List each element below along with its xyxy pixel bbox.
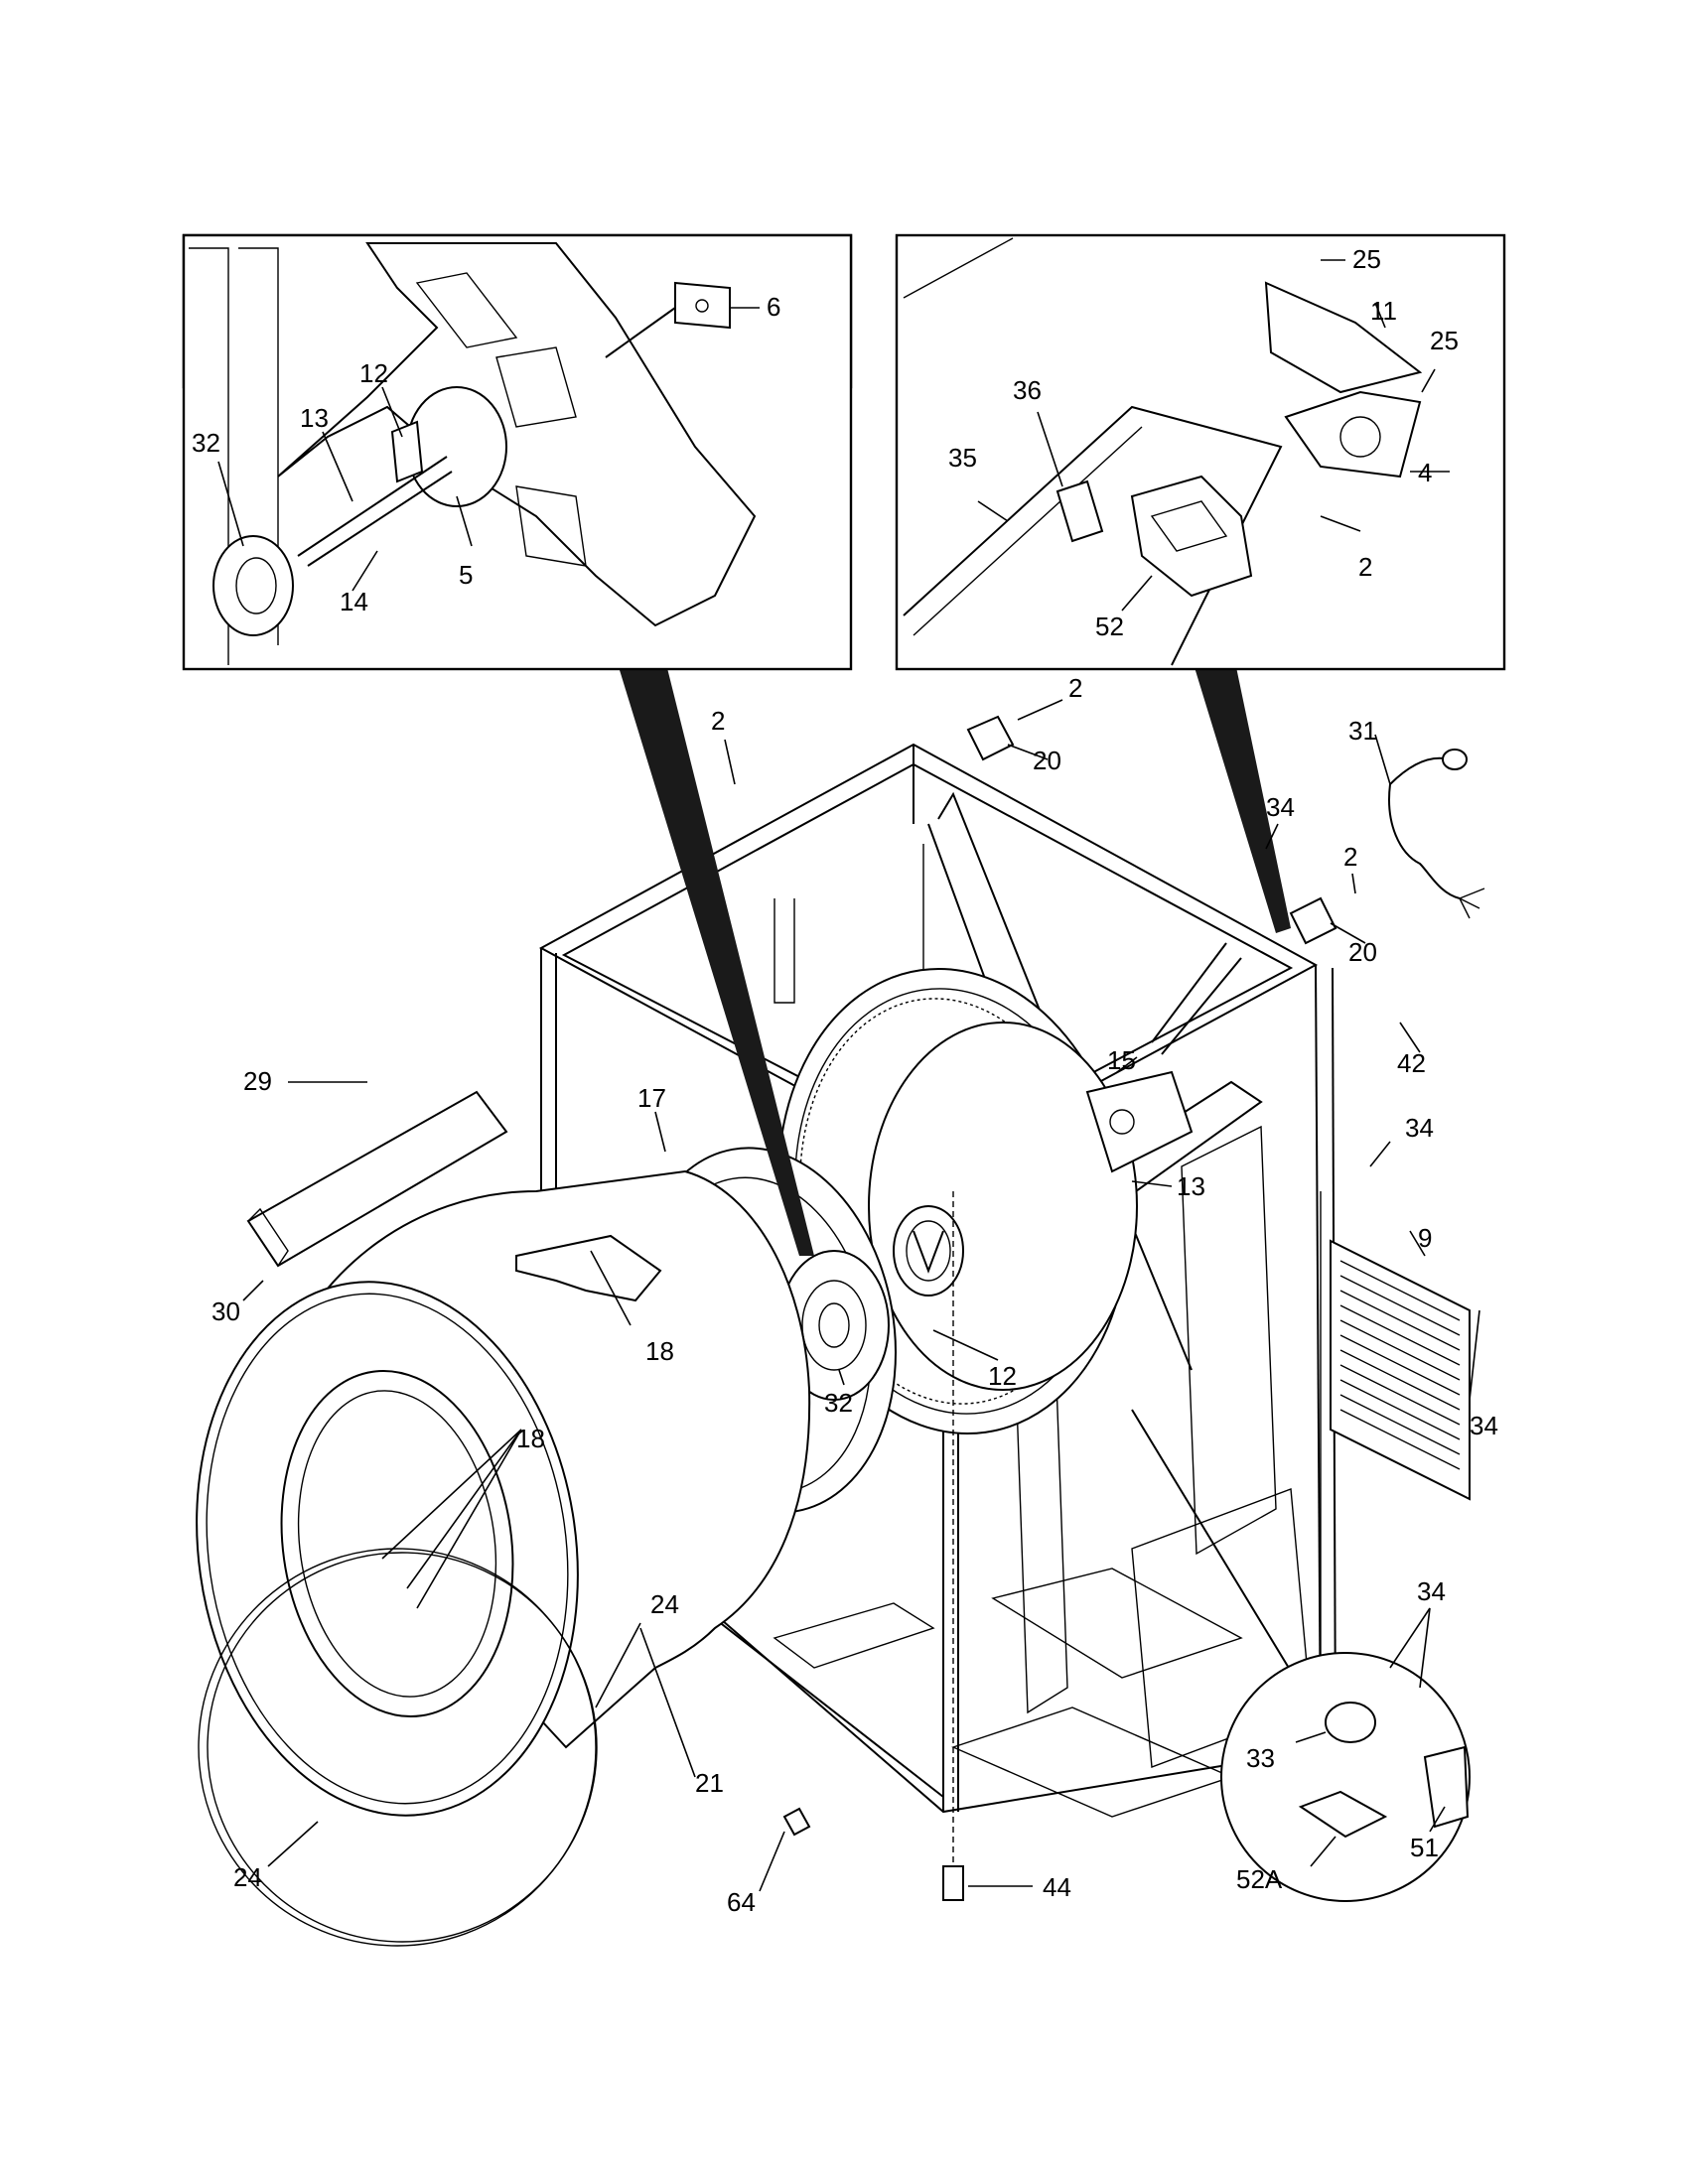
foot-pad bbox=[782, 1807, 811, 1837]
rear-panel bbox=[1330, 1239, 1471, 1501]
callout-li-13: 13 bbox=[300, 403, 329, 433]
callout-m-2b: 2 bbox=[1068, 673, 1082, 703]
callout-ri-52: 52 bbox=[1095, 612, 1124, 641]
callout-labels: 6 12 13 32 14 5 25 11 25 36 35 4 2 52 2 … bbox=[192, 244, 1498, 1917]
left-inset-content bbox=[189, 242, 757, 665]
callout-ri-25b: 25 bbox=[1430, 326, 1459, 355]
callout-m-20a: 20 bbox=[1033, 746, 1061, 775]
callout-m-64: 64 bbox=[727, 1887, 756, 1917]
callout-li-5: 5 bbox=[459, 560, 473, 590]
callout-ri-2: 2 bbox=[1358, 552, 1372, 582]
callout-m-20b: 20 bbox=[1348, 937, 1377, 967]
leveling-leg bbox=[942, 1191, 964, 1901]
callout-m-9: 9 bbox=[1418, 1223, 1432, 1253]
rear-bearing-bracket bbox=[1085, 1070, 1194, 1173]
callout-m-34c: 34 bbox=[1470, 1411, 1498, 1440]
callout-ri-4: 4 bbox=[1418, 458, 1432, 487]
callout-m-21: 21 bbox=[695, 1768, 724, 1798]
callout-m-13: 13 bbox=[1177, 1171, 1205, 1201]
callout-m-33: 33 bbox=[1246, 1743, 1275, 1773]
callout-m-2c: 2 bbox=[1343, 842, 1357, 872]
detail-circle bbox=[1131, 1409, 1471, 1902]
leader-lines bbox=[217, 259, 1480, 1892]
callout-m-52a: 52A bbox=[1236, 1864, 1283, 1894]
callout-m-2a: 2 bbox=[711, 706, 725, 736]
right-inset-content bbox=[903, 237, 1423, 666]
callout-m-34a: 34 bbox=[1266, 792, 1295, 822]
callout-m-30: 30 bbox=[211, 1297, 240, 1326]
callout-ri-36: 36 bbox=[1013, 375, 1042, 405]
callout-m-18b: 18 bbox=[516, 1424, 545, 1453]
callout-li-12: 12 bbox=[359, 358, 388, 388]
power-cord bbox=[1388, 749, 1485, 919]
callout-m-29: 29 bbox=[243, 1066, 272, 1096]
callout-m-31: 31 bbox=[1348, 716, 1377, 746]
callout-m-32: 32 bbox=[824, 1388, 853, 1418]
right-inset-frame bbox=[895, 233, 1506, 671]
clip-20-right bbox=[1289, 896, 1337, 945]
callout-m-44: 44 bbox=[1043, 1872, 1071, 1902]
callout-ri-35: 35 bbox=[948, 443, 977, 473]
callout-m-51: 51 bbox=[1410, 1833, 1439, 1862]
callout-m-18a: 18 bbox=[645, 1336, 674, 1366]
callout-m-24a: 24 bbox=[650, 1589, 679, 1619]
drum-seal bbox=[198, 1548, 598, 1947]
drum bbox=[196, 1169, 811, 1817]
callout-li-6: 6 bbox=[767, 292, 780, 322]
callout-li-14: 14 bbox=[340, 587, 368, 616]
callout-ri-25a: 25 bbox=[1352, 244, 1381, 274]
callout-li-32: 32 bbox=[192, 428, 220, 458]
callout-m-15: 15 bbox=[1107, 1045, 1136, 1075]
callout-ri-11: 11 bbox=[1370, 296, 1397, 326]
callout-m-34b: 34 bbox=[1405, 1113, 1434, 1143]
callout-m-17: 17 bbox=[637, 1083, 666, 1113]
callout-m-24b: 24 bbox=[233, 1862, 262, 1892]
front-duct bbox=[246, 1090, 508, 1268]
clip-20-top bbox=[966, 715, 1015, 761]
callout-m-12: 12 bbox=[988, 1361, 1017, 1391]
callout-m-42: 42 bbox=[1397, 1048, 1426, 1078]
callout-m-34d: 34 bbox=[1417, 1576, 1446, 1606]
